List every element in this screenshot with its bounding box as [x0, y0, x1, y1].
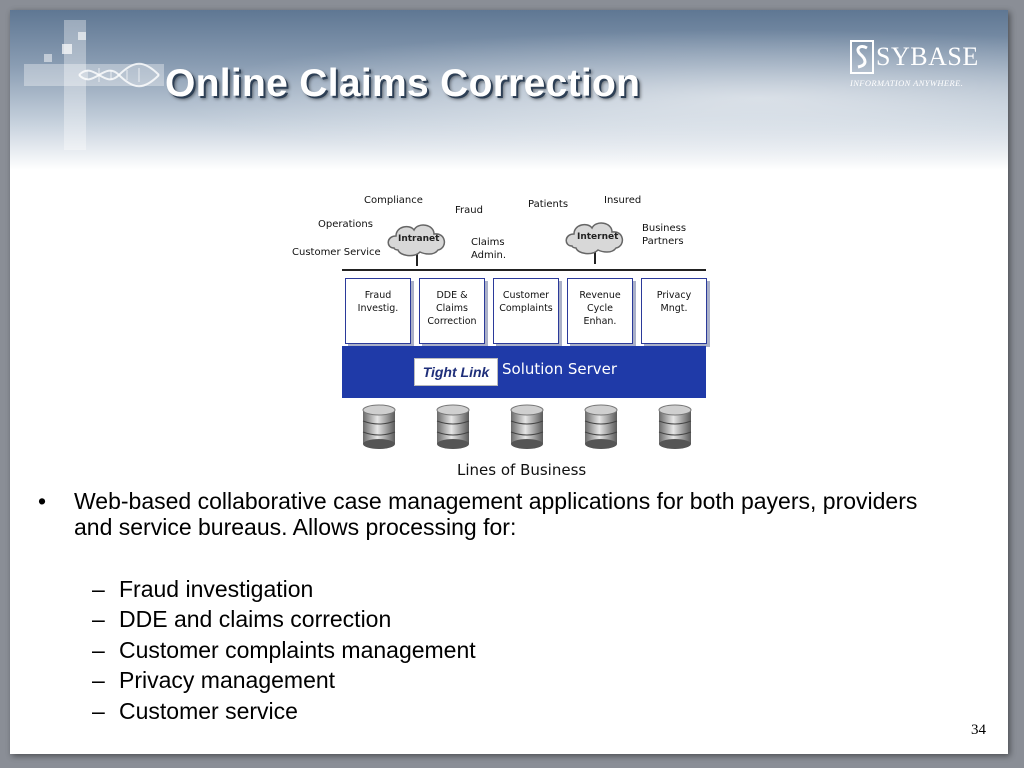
database-icon: [510, 404, 544, 449]
tightlink-logo: Tight Link: [414, 358, 498, 386]
server-label: Solution Server: [502, 360, 618, 378]
internet-label: Internet: [577, 232, 619, 242]
intranet-cloud-icon: [387, 224, 446, 266]
app-label: DDE & Claims Correction: [427, 290, 477, 327]
database-icon: [362, 404, 396, 449]
sub-bullet: –Privacy management: [92, 667, 335, 693]
logo-tagline: INFORMATION ANYWHERE.: [850, 78, 964, 88]
app-label: Customer Complaints: [499, 290, 553, 314]
sybase-logo: SYBASE INFORMATION ANYWHERE.: [850, 40, 980, 90]
sub-bullet: –DDE and claims correction: [92, 606, 391, 632]
slide-title: Online Claims Correction: [165, 62, 641, 105]
label-customer-service: Customer Service: [292, 247, 381, 258]
architecture-diagram: Compliance Fraud Patients Insured Operat…: [272, 178, 712, 479]
app-box-fraud-investigation: Fraud Investig.: [345, 278, 411, 344]
sub-bullet-text: Customer complaints management: [119, 637, 476, 663]
dna-helix-decoration: [24, 20, 164, 150]
label-patients: Patients: [528, 199, 569, 210]
sub-bullet-text: DDE and claims correction: [119, 606, 392, 632]
database-icon: [584, 404, 618, 449]
app-box-customer-complaints: Customer Complaints: [493, 278, 559, 344]
label-operations: Operations: [318, 219, 373, 230]
page-number: 34: [971, 722, 986, 738]
label-insured: Insured: [604, 195, 642, 206]
dash-icon: –: [92, 637, 105, 663]
label-fraud: Fraud: [455, 205, 483, 216]
main-bullet: Web-based collaborative case management …: [74, 488, 918, 540]
app-box-revenue-cycle: Revenue Cycle Enhan.: [567, 278, 633, 344]
sub-bullet: –Customer service: [92, 698, 298, 724]
dash-icon: –: [92, 698, 105, 724]
database-icon: [658, 404, 692, 449]
dash-icon: –: [92, 667, 105, 693]
bullet-dot-icon: •: [38, 488, 47, 514]
sub-bullet-text: Privacy management: [119, 667, 336, 693]
logo-wordmark: SYBASE: [876, 42, 979, 71]
lines-of-business-label: Lines of Business: [457, 461, 587, 479]
label-compliance: Compliance: [364, 195, 423, 206]
app-label: Revenue Cycle Enhan.: [579, 290, 621, 327]
sub-bullet-text: Fraud investigation: [119, 576, 314, 602]
sub-bullet-text: Customer service: [119, 698, 298, 724]
solution-server-bar: Tight Link Solution Server: [342, 346, 706, 398]
database-icon: [436, 404, 470, 449]
sub-bullet: –Customer complaints management: [92, 637, 476, 663]
header-band: [10, 10, 1008, 170]
app-label: Fraud Investig.: [357, 290, 399, 314]
app-box-dde-claims-correction: DDE & Claims Correction: [419, 278, 485, 344]
slide: Online Claims Correction SYBASE INFORMAT…: [10, 10, 1008, 754]
dash-icon: –: [92, 606, 105, 632]
sybase-mark-icon: [850, 40, 874, 74]
dash-icon: –: [92, 576, 105, 602]
app-box-privacy-management: Privacy Mngt.: [641, 278, 707, 344]
internet-cloud-icon: [565, 222, 624, 264]
intranet-label: Intranet: [398, 234, 440, 244]
label-business-partners: Business Partners: [642, 223, 687, 247]
network-line: [342, 269, 706, 271]
label-claims-admin: Claims Admin.: [471, 237, 507, 261]
app-label: Privacy Mngt.: [656, 290, 692, 314]
sub-bullet: –Fraud investigation: [92, 576, 313, 602]
